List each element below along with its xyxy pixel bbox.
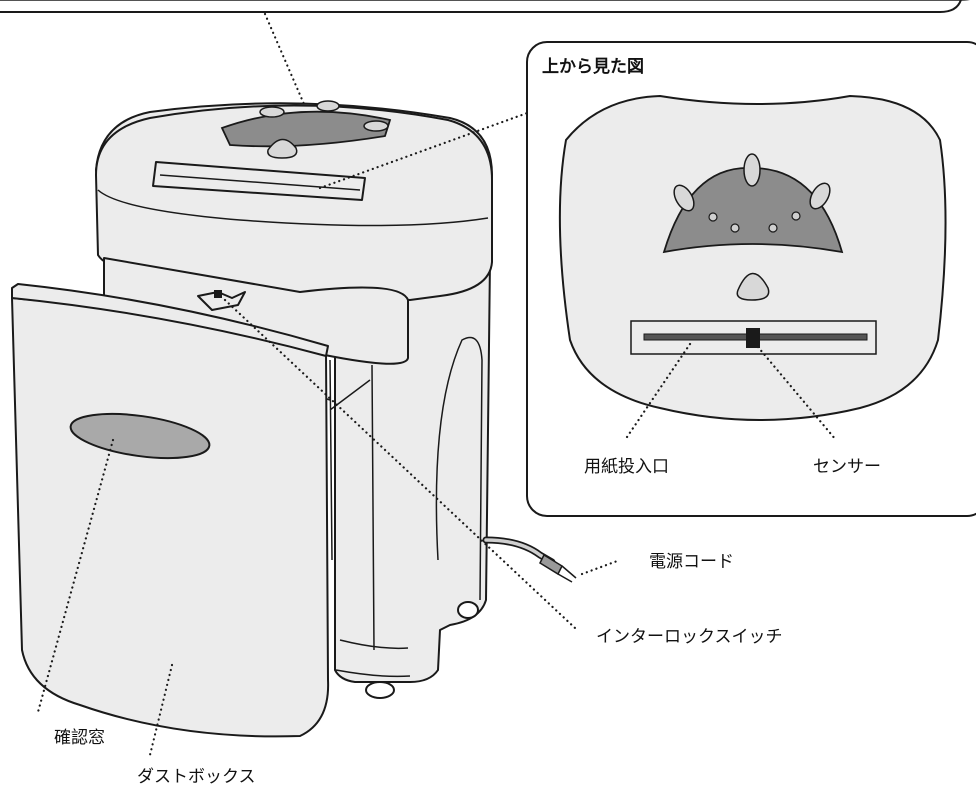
leader-paper-slot (318, 110, 532, 190)
leader-power-cord (580, 558, 622, 576)
label-power-cord: 電源コード (649, 552, 734, 572)
head-lower-edge (97, 189, 489, 227)
leader-dust-box (148, 663, 174, 757)
dust-box-lip (11, 283, 329, 357)
paper-slot (152, 161, 366, 201)
leader-top (263, 12, 312, 120)
leader-inset-inlet (623, 342, 692, 442)
inset-led-1 (708, 212, 718, 222)
label-paper-inlet: 用紙投入口 (584, 457, 669, 477)
label-sensor: センサー (813, 457, 881, 477)
inset-start-button (736, 272, 770, 301)
inset-button-center (743, 153, 761, 187)
wheel-front (365, 681, 395, 699)
start-button (267, 138, 298, 159)
inset-button-left (673, 184, 695, 212)
inset-sensor (746, 328, 760, 348)
base-curve (335, 639, 411, 678)
top-button-right (363, 120, 389, 132)
side-arch (435, 336, 483, 601)
leader-interlock (223, 298, 577, 630)
leader-check-window (36, 438, 115, 714)
inset-led-2 (730, 223, 740, 233)
label-dust-box: ダストボックス (137, 767, 256, 787)
top-button-left (259, 106, 285, 118)
inset-button-right (809, 182, 831, 210)
top-button-center (316, 100, 340, 112)
top-callout-border (0, 0, 962, 13)
lower-frame (119, 329, 375, 651)
inset-led-4 (791, 211, 801, 221)
leader-inset-sensor (756, 345, 838, 442)
inset-title: 上から見た図 (542, 57, 644, 77)
inset-led-3 (768, 223, 778, 233)
interlock-sensor (214, 290, 222, 298)
inset-top-outline (558, 94, 947, 421)
check-window (69, 412, 211, 460)
label-interlock-switch: インターロックスイッチ (596, 627, 783, 647)
wheel-back (457, 601, 479, 619)
label-check-window: 確認窓 (54, 728, 105, 748)
